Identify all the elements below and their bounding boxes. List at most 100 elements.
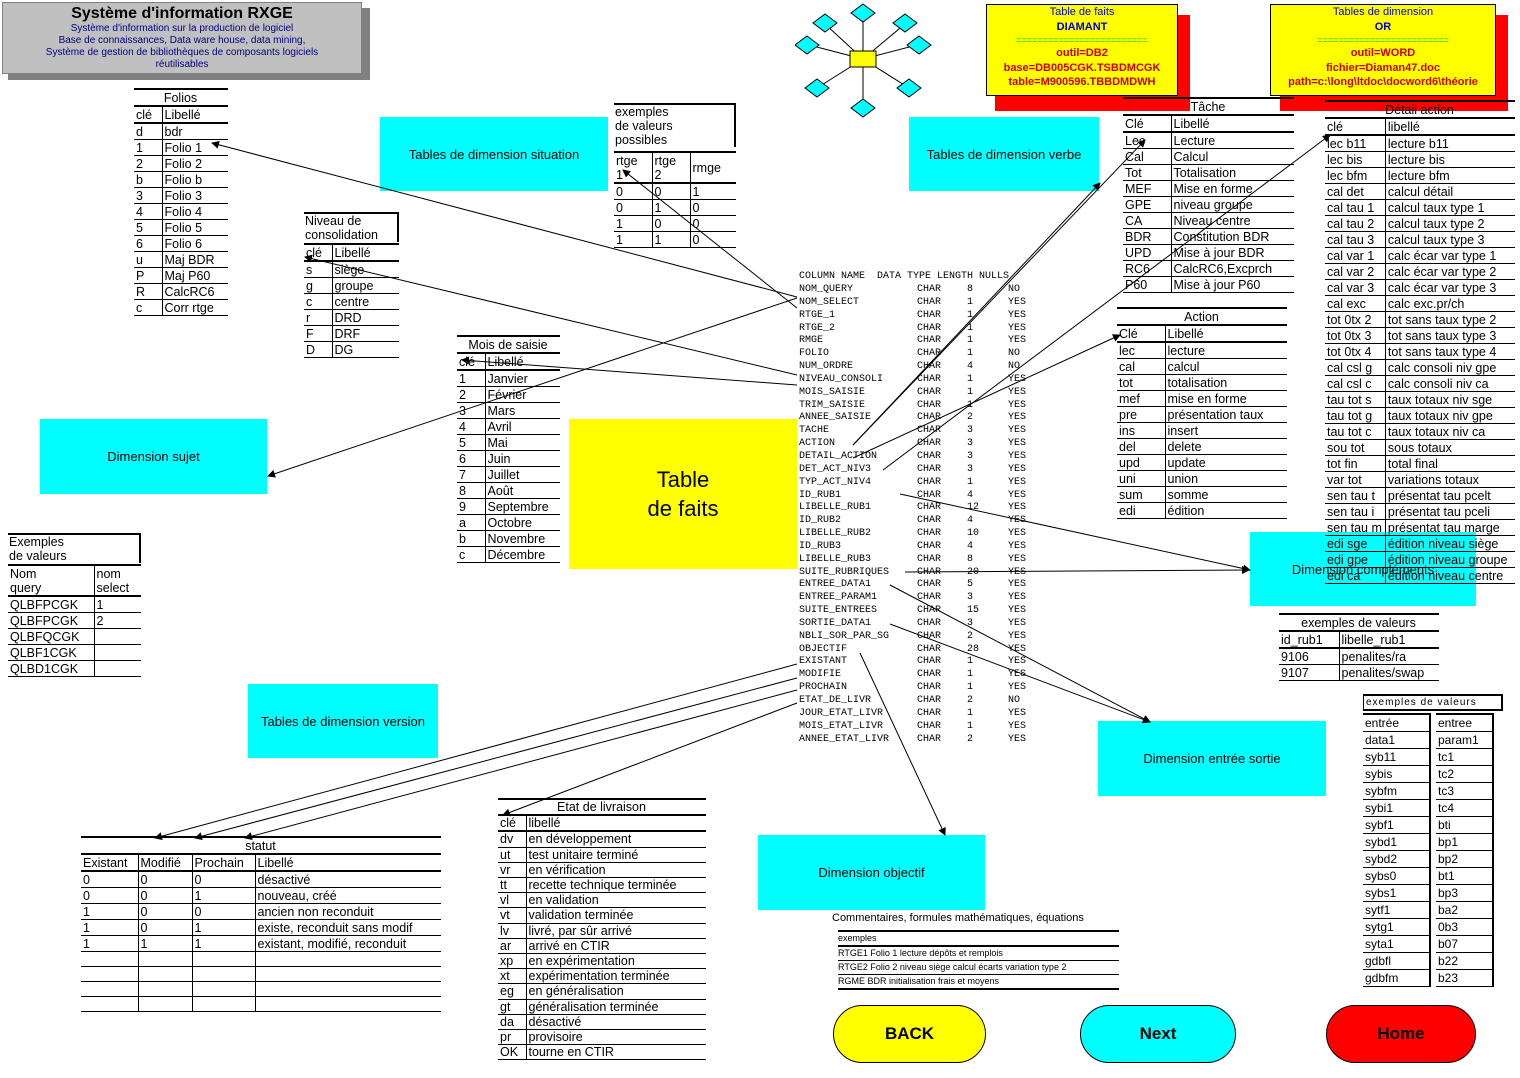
column-cell: YES	[1008, 489, 1027, 501]
etat-cell: gt	[498, 999, 526, 1015]
rub-title-row: exemples de valeurs	[1279, 613, 1439, 631]
action-col-header: Clé	[1117, 324, 1165, 343]
entree-item: tc4	[1436, 800, 1492, 817]
column-cell: YES	[1008, 540, 1027, 552]
column-cell: YES	[1008, 335, 1027, 347]
etat-cell: test unitaire terminé	[525, 847, 706, 863]
star-network-icon	[795, 3, 932, 118]
etat-cell: vr	[498, 862, 526, 879]
label-dimension-entree-sortie: Dimension entrée sortie	[1098, 721, 1326, 796]
back-button[interactable]: BACK	[833, 1005, 986, 1063]
folios-cell: Folio 4	[161, 203, 228, 220]
niveau-title: Niveau de consolidation	[304, 212, 399, 242]
detail-cell: tot 0tx 2	[1325, 311, 1386, 328]
detail-cell: lecture bfm	[1384, 167, 1515, 184]
fact-box-table: table=M900596.TBBDMDWH	[1008, 76, 1156, 88]
action-cell: cal	[1117, 358, 1165, 375]
mois-cell: c	[457, 546, 485, 563]
mois-cell: 8	[457, 482, 485, 499]
niveau-cell: F	[304, 325, 332, 342]
detail-cell: tot sans taux type 2	[1384, 311, 1515, 328]
action-cell: présentation taux	[1164, 406, 1287, 423]
column-listing-header: COLUMN NAME DATA TYPE LENGTH NULLS	[799, 271, 1010, 282]
tache-cell: GPE	[1123, 196, 1171, 213]
detail-cell: tau tot g	[1325, 407, 1386, 424]
column-cell: CHAR	[917, 489, 942, 501]
tache-cell: Constitution BDR	[1170, 228, 1294, 245]
detail-cell: lec bfm	[1325, 167, 1386, 184]
column-cell: ANNEE_ETAT_LIVR	[799, 733, 890, 745]
mois-cell: Août	[484, 482, 560, 499]
entree-examples-title: exemples de valeurs	[1363, 694, 1503, 711]
entree-item: gdbfl	[1363, 953, 1429, 970]
etat-title-row: Etat de livraison	[498, 797, 706, 816]
entree-item: sybfm	[1363, 783, 1429, 800]
mois-cell: Juin	[484, 450, 560, 467]
etat-cell: dv	[498, 831, 526, 848]
column-cell: CHAR	[917, 540, 942, 552]
app-title: Système d'information RXGE	[71, 5, 293, 22]
column-cell: YES	[1008, 669, 1027, 681]
column-cell: YES	[1008, 605, 1027, 617]
action-col-header: Libellé	[1164, 324, 1287, 343]
detail-cell: cal exc	[1325, 295, 1386, 312]
etat-cell: en validation	[525, 892, 706, 909]
action-cell: ins	[1117, 422, 1165, 439]
mois-cell: b	[457, 530, 485, 547]
action-cell: édition	[1164, 502, 1287, 519]
tache-cell: Cal	[1123, 148, 1171, 165]
query-col-header: Nom query	[8, 564, 94, 597]
rub-title: exemples de valeurs	[1279, 613, 1439, 631]
etat-cell: tourne en CTIR	[525, 1044, 706, 1061]
column-cell: YES	[1008, 592, 1027, 604]
detail-cell: cal det	[1325, 183, 1386, 200]
mois-cell: Décembre	[484, 546, 560, 563]
query-cell	[93, 628, 141, 645]
entree-item: sybf1	[1363, 817, 1429, 834]
detail-cell: édition niveau siège	[1384, 535, 1515, 552]
entree-item: entrée	[1363, 715, 1429, 732]
detail-title: Détail action	[1325, 100, 1515, 118]
rtge-title-3: possibles	[615, 133, 668, 147]
detail-cell: tot sans taux type 3	[1384, 327, 1515, 344]
fact-box-base: base=DB005CGK.TSBDMCGK	[1003, 61, 1161, 74]
exemples_rtge-cell: 0	[689, 215, 736, 232]
action-cell: del	[1117, 438, 1165, 455]
query-title-2: de valeurs	[9, 549, 67, 563]
etat-cell: lv	[498, 923, 526, 939]
statut-cell: ancien non reconduit	[254, 903, 441, 920]
folios-col-header: Libellé	[161, 105, 228, 124]
column-cell: YES	[1008, 643, 1027, 655]
next-button[interactable]: Next	[1080, 1005, 1236, 1063]
column-cell: RMGE	[799, 335, 824, 347]
home-button[interactable]: Home	[1326, 1005, 1476, 1063]
action-cell: tot	[1117, 374, 1165, 391]
entree-item: bp3	[1436, 885, 1492, 902]
mois-cell: 7	[457, 466, 485, 483]
statut-cell: 1	[81, 935, 138, 952]
column-cell: SUITE_ENTREES	[799, 605, 878, 617]
column-cell: FOLIO	[799, 348, 830, 360]
